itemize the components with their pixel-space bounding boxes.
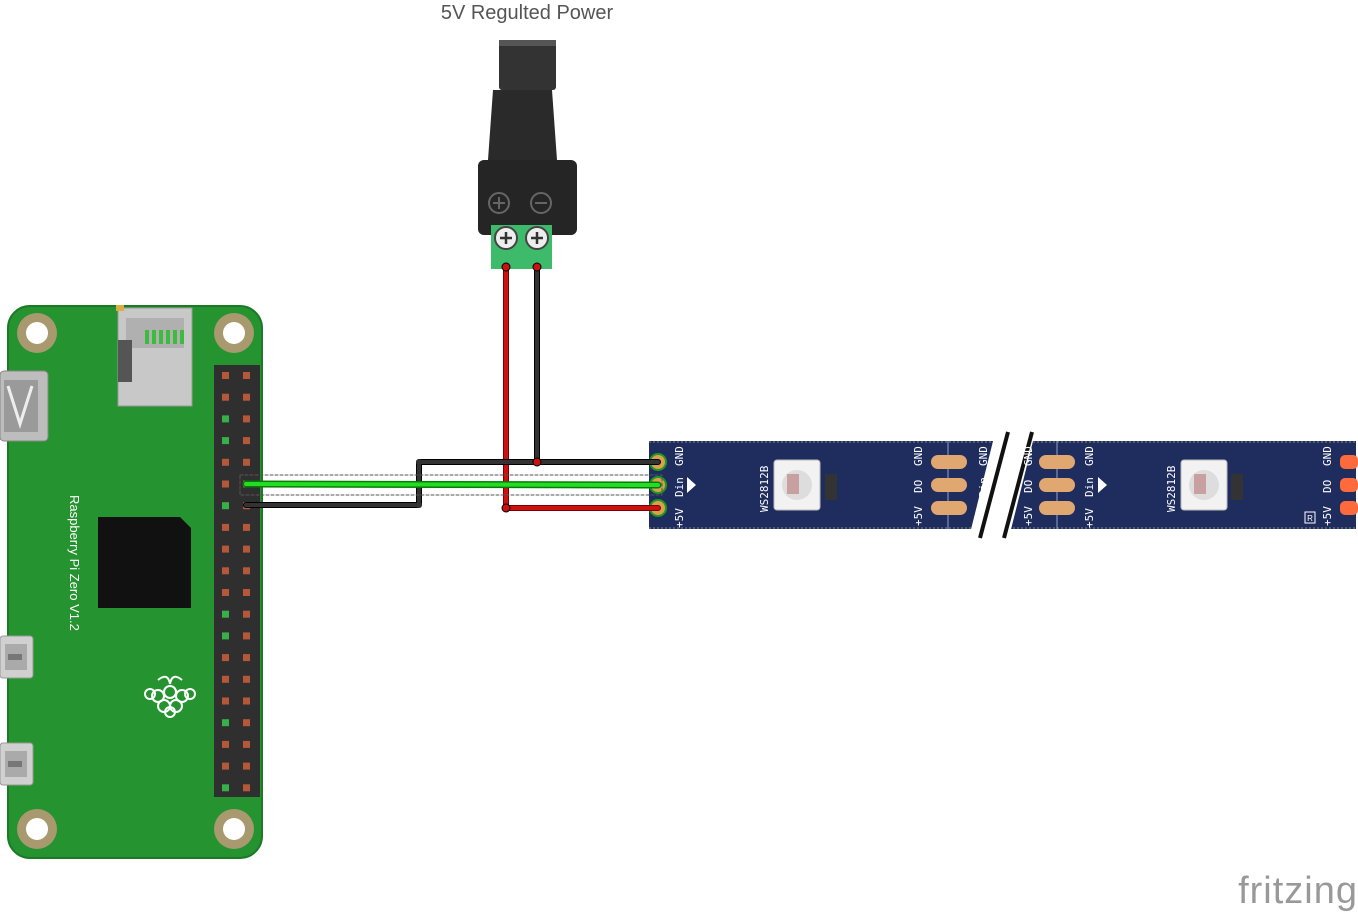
gpio-pin xyxy=(222,610,229,618)
jack-barrel-rim xyxy=(499,40,556,46)
gpio-pin xyxy=(222,675,229,683)
input-5v-label: +5V xyxy=(673,508,686,528)
gpio-pin xyxy=(243,589,250,596)
end-5v-label: +5V xyxy=(1321,506,1334,526)
wire-red-5v[interactable] xyxy=(503,264,661,511)
mid3-gnd-label: GND xyxy=(1022,446,1035,466)
gpio-pin xyxy=(243,545,250,553)
gpio-pin xyxy=(222,654,229,662)
data-direction-arrow-icon xyxy=(687,477,696,493)
end-do-label: DO xyxy=(1321,480,1334,493)
mid-gnd-label: GND xyxy=(912,446,925,466)
gpio-pin xyxy=(243,675,250,683)
ws2812b-led xyxy=(773,459,837,511)
fritzing-watermark: fritzing xyxy=(1238,870,1358,912)
board-label: Raspberry Pi Zero V1.2 xyxy=(67,495,82,631)
gpio-pin xyxy=(243,654,250,662)
gpio-pin xyxy=(222,415,229,423)
soc-chip xyxy=(98,517,191,608)
wire-black-gnd-power[interactable] xyxy=(534,264,661,465)
gpio-pin xyxy=(222,372,229,379)
gpio-pin xyxy=(243,372,250,379)
power-title: 5V Regulted Power xyxy=(441,2,614,24)
solder-pads xyxy=(931,455,967,515)
jack-body xyxy=(478,160,577,235)
strip-break-marks xyxy=(968,430,1036,540)
end-gnd-label: GND xyxy=(1321,446,1334,466)
gpio-pin xyxy=(243,567,250,575)
gpio-pin xyxy=(222,458,229,466)
gpio-pin xyxy=(243,437,250,445)
strip-output-pads xyxy=(1340,455,1358,515)
gpio-pin xyxy=(222,719,229,727)
input-din-label: Din xyxy=(673,477,686,497)
jack-barrel xyxy=(499,40,556,90)
gpio-pin xyxy=(222,502,229,510)
gpio-pin xyxy=(222,545,229,553)
gpio-pin xyxy=(222,740,229,748)
power-barrel-jack[interactable] xyxy=(478,40,577,269)
gpio-pin xyxy=(243,784,250,792)
mid3-5v-label: +5V xyxy=(1022,506,1035,526)
gpio-pin xyxy=(222,589,229,596)
gpio-pin xyxy=(222,523,229,531)
gpio-pin xyxy=(222,762,229,770)
gpio-pin xyxy=(243,697,250,705)
gpio-pin xyxy=(222,784,229,792)
raspberry-logo-icon xyxy=(144,675,196,718)
plus-marker-icon xyxy=(488,192,510,214)
solder-pads xyxy=(1039,455,1075,515)
micro-usb-port xyxy=(0,742,34,786)
gpio-pin xyxy=(222,632,229,640)
gpio-pin xyxy=(222,393,229,401)
mounting-holes xyxy=(17,313,254,849)
ws2812b-led xyxy=(1180,459,1243,511)
mid4-5v-label: +5V xyxy=(1083,508,1096,528)
gpio-pin xyxy=(243,762,250,770)
data-direction-arrow-icon xyxy=(1098,477,1107,493)
gpio-pin xyxy=(243,740,250,748)
gpio-pin xyxy=(243,458,250,466)
registered-mark: R xyxy=(1307,514,1313,523)
gpio-pin xyxy=(243,719,250,727)
gpio-pin xyxy=(243,523,250,531)
jack-neck xyxy=(488,90,557,160)
led-label: WS2812B xyxy=(758,465,771,512)
gpio-pin xyxy=(243,415,250,423)
gpio-pin xyxy=(222,437,229,445)
mid3-do-label: DO xyxy=(1022,480,1035,493)
gpio-pin xyxy=(222,697,229,705)
led-strip[interactable]: GND Din +5V WS2812B GND DO +5V GND Din +… xyxy=(649,430,1358,540)
mid-5v-label: +5V xyxy=(912,506,925,526)
raspberry-pi-zero-board[interactable]: Raspberry Pi Zero V1.2 xyxy=(0,305,263,859)
mini-hdmi-port xyxy=(0,370,49,442)
led-label: WS2812B xyxy=(1165,465,1178,512)
mid2-gnd-label: GND xyxy=(977,446,990,466)
input-gnd-label: GND xyxy=(673,446,686,466)
gpio-pin xyxy=(243,632,250,640)
mid-do-label: DO xyxy=(912,480,925,493)
wires[interactable] xyxy=(239,262,663,513)
gpio-pin xyxy=(222,567,229,575)
mid4-din-label: Din xyxy=(1083,477,1096,497)
sd-card-slot xyxy=(116,305,193,407)
micro-usb-port xyxy=(0,635,34,679)
minus-marker-icon xyxy=(530,192,552,214)
gpio-pin xyxy=(243,393,250,401)
mid4-gnd-label: GND xyxy=(1083,446,1096,466)
gpio-header xyxy=(214,365,260,797)
gpio-pin xyxy=(243,610,250,618)
gpio-pin xyxy=(222,480,229,488)
gpio-pins xyxy=(222,372,250,792)
